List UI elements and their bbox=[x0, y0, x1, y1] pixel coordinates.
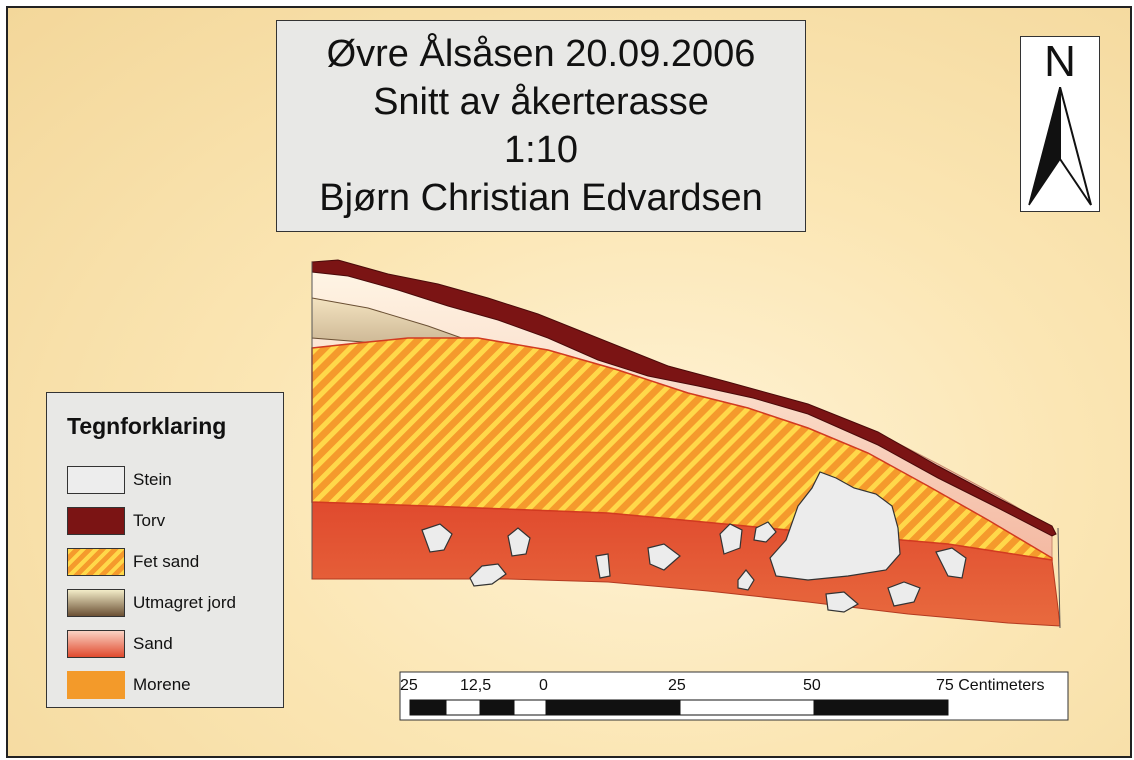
stone bbox=[421, 523, 453, 553]
legend-item-morene: Morene bbox=[67, 670, 191, 700]
scale-segment bbox=[679, 699, 815, 716]
legend-item-torv: Torv bbox=[67, 506, 165, 536]
legend-label: Fet sand bbox=[133, 552, 200, 571]
title-author: Bjørn Christian Edvardsen bbox=[319, 177, 763, 219]
legend-item-stein: Stein bbox=[67, 465, 172, 495]
north-arrow-box: N bbox=[1020, 36, 1100, 212]
scale-segment bbox=[513, 699, 547, 716]
torv-swatch bbox=[67, 507, 125, 535]
legend-label: Utmagret jord bbox=[133, 593, 236, 612]
stone bbox=[737, 569, 755, 591]
scale-label: 25 bbox=[400, 677, 418, 694]
legend-item-sand: Sand bbox=[67, 629, 173, 659]
scale-segment bbox=[545, 699, 681, 716]
stone bbox=[769, 471, 901, 581]
stones-group bbox=[421, 471, 967, 613]
stone bbox=[935, 547, 967, 579]
title-box: Øvre Ålsåsen 20.09.2006 Snitt av åkerter… bbox=[276, 20, 806, 232]
stone bbox=[595, 553, 611, 579]
title-subject: Snitt av åkerterasse bbox=[373, 81, 709, 123]
title-site-date: Øvre Ålsåsen 20.09.2006 bbox=[326, 33, 756, 75]
scale-label: 50 bbox=[803, 677, 821, 694]
north-arrow-icon bbox=[1028, 87, 1092, 206]
fet-sand-swatch bbox=[67, 548, 125, 576]
sand-swatch bbox=[67, 630, 125, 658]
north-letter: N bbox=[1044, 37, 1076, 86]
scale-segment bbox=[813, 699, 949, 716]
legend-label: Morene bbox=[133, 675, 191, 694]
scale-segment bbox=[409, 699, 447, 716]
legend-label: Stein bbox=[133, 470, 172, 489]
stein-swatch bbox=[67, 466, 125, 494]
stone bbox=[469, 563, 507, 587]
morene-swatch bbox=[67, 671, 125, 699]
legend-item-utmagret-jord: Utmagret jord bbox=[67, 588, 236, 618]
scale-label: 25 bbox=[668, 677, 686, 694]
title-scale: 1:10 bbox=[504, 129, 578, 171]
legend-label: Sand bbox=[133, 634, 173, 653]
legend-label: Torv bbox=[133, 511, 166, 530]
stone bbox=[753, 521, 777, 543]
stone bbox=[507, 527, 531, 557]
legend: Tegnforklaring Stein Torv Fet sand Utmag… bbox=[46, 392, 284, 708]
stone bbox=[887, 581, 921, 607]
stone bbox=[825, 591, 860, 613]
scale-label: 75 Centimeters bbox=[936, 677, 1045, 694]
scale-bar: 25 12,5 0 25 50 75 Centimeters bbox=[399, 671, 1069, 721]
scale-label: 12,5 bbox=[460, 677, 491, 694]
scale-segment bbox=[445, 699, 481, 716]
stone bbox=[719, 523, 743, 555]
soil-profile bbox=[311, 259, 1061, 629]
torv-layer bbox=[311, 259, 1057, 537]
map-frame: Øvre Ålsåsen 20.09.2006 Snitt av åkerter… bbox=[6, 6, 1132, 758]
legend-item-fet-sand: Fet sand bbox=[67, 547, 199, 577]
utmagret-jord-swatch bbox=[67, 589, 125, 617]
scale-label: 0 bbox=[539, 677, 548, 694]
legend-title: Tegnforklaring bbox=[67, 413, 227, 439]
stone bbox=[647, 543, 681, 571]
scale-segment bbox=[479, 699, 515, 716]
